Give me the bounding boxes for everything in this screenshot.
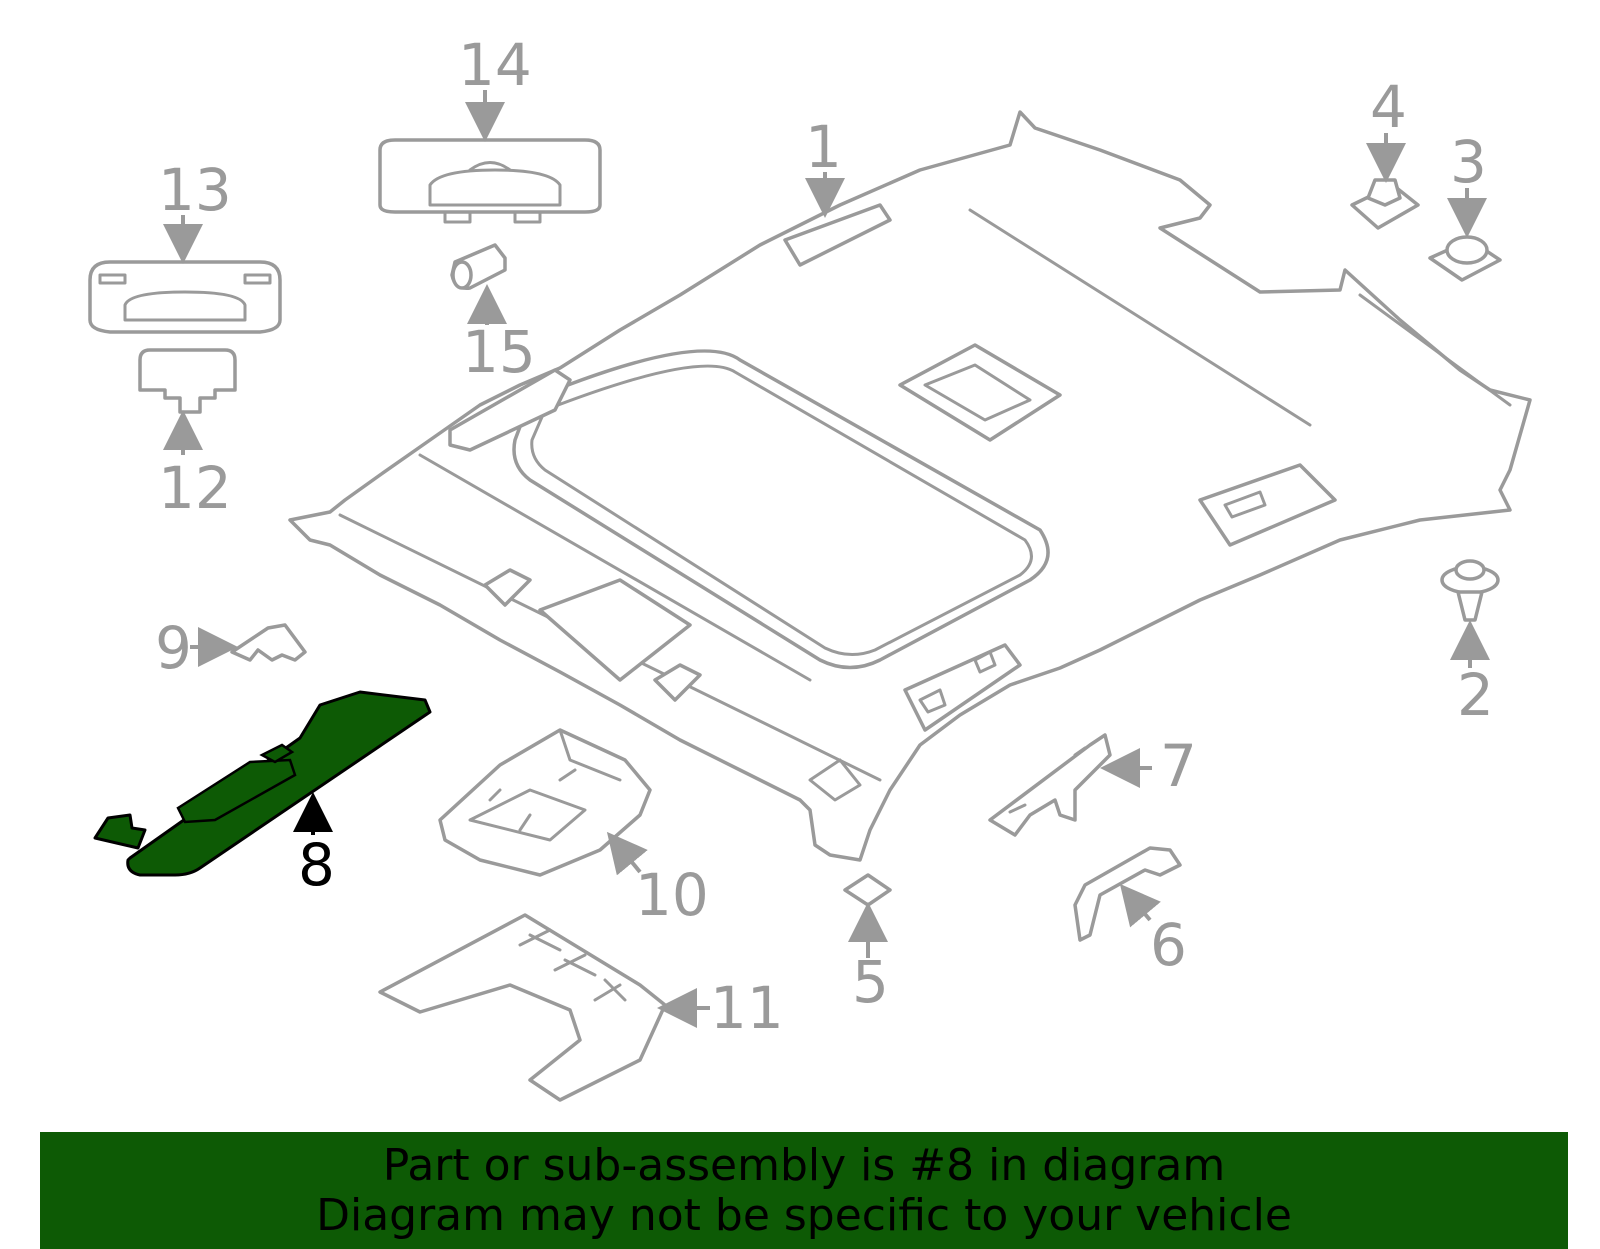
parts-diagram: 1 2 3 4 5 6 7 8 9 10 11 12 13 14 15 bbox=[88, 31, 1532, 1102]
dome-light-part-13[interactable] bbox=[88, 260, 282, 334]
callout-4: 4 bbox=[1370, 73, 1407, 141]
callout-arrows bbox=[163, 90, 1490, 1028]
bracket-part-9[interactable] bbox=[230, 623, 307, 662]
lens-part-12[interactable] bbox=[138, 348, 237, 414]
overhead-console-part-14[interactable] bbox=[378, 138, 602, 224]
bulb-part-15[interactable] bbox=[450, 243, 507, 290]
cap-part-3[interactable] bbox=[1428, 235, 1502, 282]
callout-12: 12 bbox=[158, 454, 232, 522]
sun-visor-part-8[interactable] bbox=[93, 690, 432, 877]
push-pin-part-2[interactable] bbox=[1440, 559, 1500, 622]
callout-14: 14 bbox=[458, 31, 532, 99]
callout-1: 1 bbox=[805, 113, 842, 181]
bracket-part-7[interactable] bbox=[988, 733, 1112, 837]
callout-7: 7 bbox=[1160, 732, 1197, 800]
headliner-part-1[interactable] bbox=[288, 110, 1532, 862]
callout-3: 3 bbox=[1450, 128, 1487, 196]
callout-2: 2 bbox=[1457, 661, 1494, 729]
callout-15: 15 bbox=[462, 318, 536, 386]
banner-disclaimer: Diagram may not be specific to your vehi… bbox=[316, 1189, 1292, 1241]
callout-9: 9 bbox=[155, 614, 192, 682]
grab-handle-part-6[interactable] bbox=[1073, 846, 1182, 942]
console-frame-part-10[interactable] bbox=[438, 728, 652, 877]
trim-panel-part-11[interactable] bbox=[378, 913, 667, 1102]
callout-5: 5 bbox=[852, 948, 889, 1016]
callout-6: 6 bbox=[1150, 911, 1187, 979]
callout-10: 10 bbox=[635, 861, 709, 929]
banner-part-info: Part or sub-assembly is #8 in diagram bbox=[382, 1139, 1226, 1191]
callout-labels: 1 2 3 4 5 6 7 8 9 10 11 12 13 14 15 bbox=[155, 31, 1494, 1042]
callout-13: 13 bbox=[158, 156, 232, 224]
callout-11: 11 bbox=[710, 974, 784, 1042]
pad-part-5[interactable] bbox=[843, 873, 892, 907]
callout-8: 8 bbox=[298, 831, 335, 899]
clip-part-4[interactable] bbox=[1350, 178, 1420, 230]
info-banner: Part or sub-assembly is #8 in diagram Di… bbox=[40, 1132, 1568, 1249]
